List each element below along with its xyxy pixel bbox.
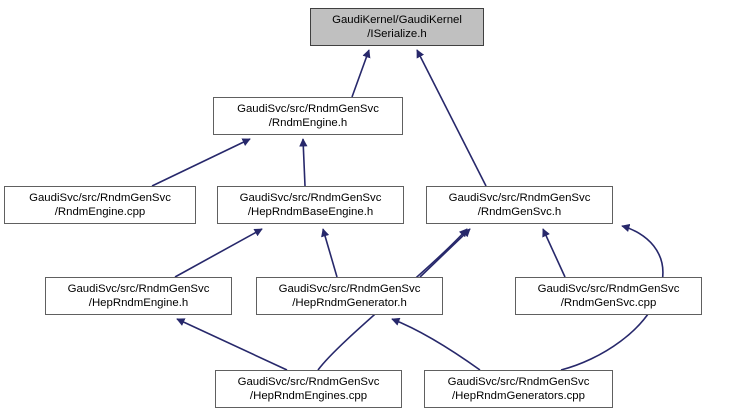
graph-node-label-line2: /ISerialize.h [367,28,427,40]
graph-edge-heprndmgenerators_cpp-to-heprndmgenerator_h [391,317,481,371]
graph-node-label-line1: GaudiSvc/src/RndmGenSvc [447,375,590,388]
graph-edge-rndmengine_h-to-iserialize [351,49,371,98]
graph-node-rndmgensvc_h[interactable]: GaudiSvc/src/RndmGenSvc/RndmGenSvc.h [426,186,613,224]
graph-node-heprndmgenerator_h[interactable]: GaudiSvc/src/RndmGenSvc/HepRndmGenerator… [256,277,443,315]
graph-node-iserialize[interactable]: GaudiKernel/GaudiKernel/ISerialize.h [310,8,484,46]
graph-node-label-line1: GaudiSvc/src/RndmGenSvc [237,375,380,388]
graph-node-label-line2: /RndmEngine.cpp [54,206,146,218]
graph-node-label-line2: /HepRndmEngine.h [88,297,189,309]
graph-node-label-line1: GaudiSvc/src/RndmGenSvc [29,191,171,204]
graph-edge-heprndmgenerator_h-to-heprndmbaseengine_h [321,228,338,278]
graph-node-label-line2: /HepRndmBaseEngine.h [247,206,374,218]
graph-edge-heprndmbaseengine_h-to-rndmengine_h [299,138,308,187]
graph-node-label-line2: /HepRndmGenerator.h [292,297,407,309]
graph-node-label-line1: GaudiSvc/src/RndmGenSvc [448,191,591,204]
graph-node-heprndmbaseengine_h[interactable]: GaudiSvc/src/RndmGenSvc/HepRndmBaseEngin… [217,186,404,224]
graph-node-label-line1: GaudiSvc/src/RndmGenSvc [67,282,210,295]
graph-edge-rndmengine_cpp-to-rndmengine_h [151,138,251,187]
graph-node-label-line1: GaudiSvc/src/RndmGenSvc [237,102,379,115]
graph-edge-heprndmengines_cpp-to-heprndmengine_h [176,318,288,371]
graph-edge-rndmgensvc_cpp-to-rndmgensvc_h [542,228,566,278]
graph-edge-heprndmgenerator_h-to-rndmgensvc_h [419,228,471,278]
graph-node-label-line1: GaudiSvc/src/RndmGenSvc [239,191,382,204]
graph-node-heprndmengine_h[interactable]: GaudiSvc/src/RndmGenSvc/HepRndmEngine.h [45,277,232,315]
graph-node-label-line1: GaudiSvc/src/RndmGenSvc [278,282,421,295]
graph-node-label-line1: GaudiKernel/GaudiKernel [332,13,462,26]
graph-node-rndmengine_cpp[interactable]: GaudiSvc/src/RndmGenSvc/RndmEngine.cpp [4,186,196,224]
graph-node-heprndmgenerators_cpp[interactable]: GaudiSvc/src/RndmGenSvc/HepRndmGenerator… [424,370,613,408]
graph-node-rndmgensvc_cpp[interactable]: GaudiSvc/src/RndmGenSvc/RndmGenSvc.cpp [515,277,702,315]
graph-node-label-line1: GaudiSvc/src/RndmGenSvc [537,282,680,295]
graph-node-label-line2: /HepRndmEngines.cpp [249,390,368,402]
graph-node-heprndmengines_cpp[interactable]: GaudiSvc/src/RndmGenSvc/HepRndmEngines.c… [215,370,402,408]
graph-node-label-line2: /HepRndmGenerators.cpp [452,390,585,402]
graph-edge-rndmgensvc_h-to-iserialize [416,49,487,187]
graph-edge-heprndmengine_h-to-heprndmbaseengine_h [174,228,263,278]
graph-node-label-line2: /RndmGenSvc.cpp [560,297,657,309]
graph-node-label-line2: /RndmGenSvc.h [477,206,562,218]
graph-node-rndmengine_h[interactable]: GaudiSvc/src/RndmGenSvc/RndmEngine.h [213,97,403,135]
graph-node-label-line2: /RndmEngine.h [268,117,348,129]
